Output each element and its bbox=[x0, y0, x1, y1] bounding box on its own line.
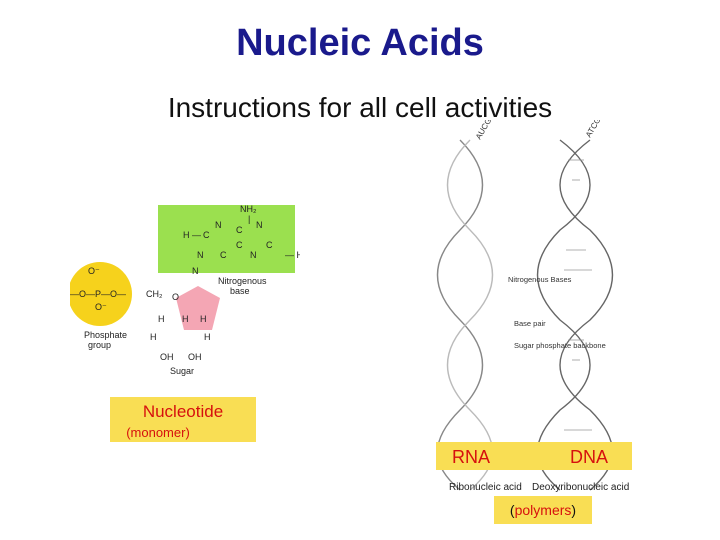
dna-base-pairs bbox=[564, 159, 592, 451]
svg-text:Nitrogenous: Nitrogenous bbox=[218, 276, 267, 286]
svg-text:O⁻: O⁻ bbox=[95, 302, 107, 312]
svg-text:— H: — H bbox=[285, 250, 300, 260]
svg-text:base: base bbox=[230, 286, 250, 296]
dna-sequence-label: ATCGG bbox=[584, 120, 606, 139]
polymers-label: polymers bbox=[514, 502, 572, 518]
rna-label: RNA bbox=[452, 447, 491, 467]
svg-text:—O—P—O—: —O—P—O— bbox=[70, 289, 126, 299]
svg-text:C: C bbox=[236, 240, 243, 250]
svg-text:N: N bbox=[197, 250, 204, 260]
svg-text:N: N bbox=[192, 266, 199, 276]
slide-title: Nucleic Acids bbox=[236, 22, 484, 64]
svg-text:O⁻: O⁻ bbox=[88, 266, 100, 276]
rna-name: Ribonucleic acid bbox=[449, 482, 522, 493]
svg-text:H: H bbox=[150, 332, 157, 342]
sugar-region bbox=[176, 286, 220, 330]
nitrogenous-base-region bbox=[158, 205, 295, 273]
svg-text:C: C bbox=[266, 240, 273, 250]
svg-text:C: C bbox=[236, 225, 243, 235]
svg-text:H: H bbox=[182, 314, 189, 324]
dna-name: Deoxyribonucleic acid bbox=[532, 482, 630, 493]
polymers-open: ( bbox=[509, 502, 515, 518]
base-pair-label: Base pair bbox=[514, 319, 546, 328]
svg-text:H: H bbox=[204, 332, 211, 342]
slide-subtitle: Instructions for all cell activities bbox=[167, 92, 553, 123]
svg-text:C: C bbox=[220, 250, 227, 260]
svg-text:—: — bbox=[192, 230, 201, 240]
svg-text:O: O bbox=[172, 292, 179, 302]
svg-text:NH₂: NH₂ bbox=[240, 204, 257, 214]
polymers-close: ) bbox=[571, 502, 577, 518]
helix-label-box: RNA DNA bbox=[436, 442, 632, 470]
svg-text:C: C bbox=[203, 230, 210, 240]
svg-text:Sugar: Sugar bbox=[170, 366, 194, 376]
dna-label: DNA bbox=[570, 447, 609, 467]
nucleotide-label-box: Nucleotide (monomer) bbox=[110, 397, 256, 442]
svg-text:H: H bbox=[158, 314, 165, 324]
nitrogenous-bases-label: Nitrogenous Bases bbox=[508, 275, 572, 284]
svg-text:N: N bbox=[250, 250, 257, 260]
svg-text:H: H bbox=[200, 314, 207, 324]
helix-diagram: AUCGG ATCGG Nitrogenous Bases Base pair … bbox=[436, 120, 614, 491]
svg-text:OH: OH bbox=[160, 352, 174, 362]
backbone-label: Sugar phosphate backbone bbox=[514, 341, 606, 350]
svg-text:CH₂: CH₂ bbox=[146, 289, 163, 299]
nucleotide-diagram: NH₂ | C N N H — C C C — H N C N N Nitrog… bbox=[70, 204, 300, 376]
svg-text:N: N bbox=[256, 220, 263, 230]
rna-strand bbox=[436, 139, 494, 491]
dna-strand bbox=[536, 139, 614, 491]
monomer-label: (monomer) bbox=[126, 425, 190, 440]
svg-text:N: N bbox=[215, 220, 222, 230]
phosphate-region bbox=[70, 262, 132, 326]
polymers-label-box: (polymers) bbox=[494, 496, 592, 524]
svg-text:H: H bbox=[183, 230, 190, 240]
rna-sequence-label: AUCGG bbox=[474, 120, 496, 141]
nucleotide-label: Nucleotide bbox=[142, 402, 224, 421]
svg-text:|: | bbox=[248, 214, 250, 224]
phosphate-group-label: Phosphate group bbox=[84, 330, 130, 350]
svg-text:OH: OH bbox=[188, 352, 202, 362]
